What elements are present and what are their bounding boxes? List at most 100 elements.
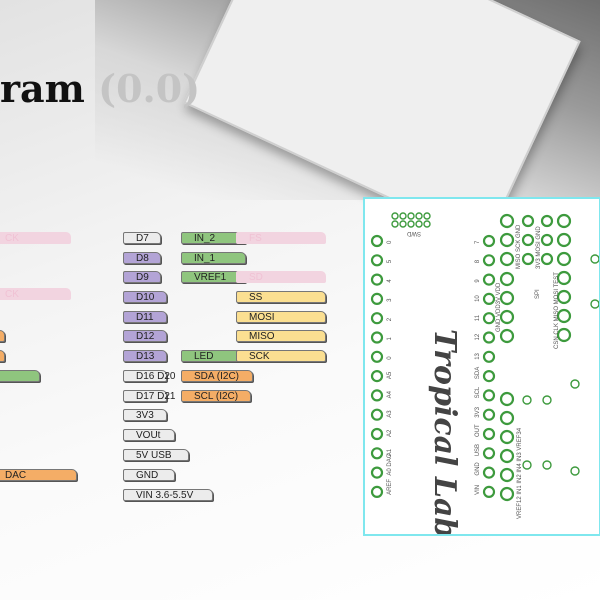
left-label	[0, 350, 5, 362]
pad	[482, 447, 496, 460]
pad	[590, 254, 600, 264]
pad	[370, 389, 384, 402]
pad	[482, 485, 496, 498]
pad	[540, 233, 554, 247]
pad	[499, 271, 515, 287]
pad	[370, 331, 384, 344]
board-text: AREF	[387, 479, 393, 495]
pad	[399, 220, 407, 228]
board-text: 5	[387, 259, 393, 263]
pad	[499, 290, 515, 306]
pin-label: VIN 3.6-5.5V	[123, 489, 213, 501]
pad	[482, 254, 496, 267]
pad	[482, 331, 496, 344]
spi-pins-label-2: 3V3 MOSI GND	[536, 226, 542, 269]
pad	[370, 485, 384, 498]
pad	[556, 327, 572, 343]
spi-header-label: SPI	[535, 289, 541, 299]
input-pins-label: VREF12 IN1 IN2 IN4 IN3 VREF34	[517, 427, 523, 519]
pad	[556, 289, 572, 305]
pad	[407, 212, 415, 220]
power-pins-label: GND VDD3V VDD	[496, 282, 502, 332]
board-text: GND	[475, 462, 481, 476]
pad	[542, 460, 552, 470]
spi-label: SS	[236, 291, 326, 303]
board-text: 8	[475, 259, 481, 263]
pad	[556, 308, 572, 324]
pad	[370, 408, 384, 421]
board-text: SDA	[475, 367, 481, 379]
pad	[499, 251, 515, 267]
pad	[423, 220, 431, 228]
board-text: SCL	[475, 386, 481, 398]
spi-pins-label-3: CSN CLK MISO MOSI TEST	[554, 272, 560, 349]
pad	[370, 312, 384, 325]
spi-label: SCK	[236, 350, 326, 362]
board-text: 7	[475, 240, 481, 244]
version: (0.0)	[98, 66, 201, 111]
board-text: A0 DAC	[387, 453, 393, 475]
board-text: 0	[387, 356, 393, 360]
board-text: OUT	[475, 424, 481, 437]
board-text: 12	[475, 333, 481, 340]
page-title: ram (0.0)	[0, 66, 200, 111]
spi-label: FS	[236, 232, 326, 244]
pin-label: D9	[123, 271, 161, 283]
pad	[370, 234, 384, 248]
pin-label: GND	[123, 469, 175, 481]
spi-label: MOSI	[236, 311, 326, 323]
pad	[499, 213, 515, 229]
pad	[590, 299, 600, 309]
pad	[499, 448, 515, 464]
pin-label: D7	[123, 232, 161, 244]
pad	[370, 427, 384, 441]
pin-label: D13	[123, 350, 167, 362]
pad	[391, 212, 399, 220]
spi-label: MISO	[236, 330, 326, 342]
function-label: SCL (I2C)	[181, 390, 251, 402]
pad	[540, 252, 554, 266]
pad	[556, 251, 572, 267]
board-text: A3	[387, 410, 393, 418]
pad	[556, 213, 572, 229]
board-text: A5	[387, 371, 393, 379]
board-text: 0	[387, 240, 393, 244]
board-text: 13	[475, 352, 481, 359]
pad	[521, 233, 535, 247]
pin-label: D8	[123, 252, 161, 264]
pad	[499, 410, 515, 426]
tropical-labs-logo: Tropical Labs	[427, 329, 462, 534]
pad	[482, 292, 496, 306]
pin-label: VOUt	[123, 429, 175, 441]
board-text: VIN	[475, 485, 481, 495]
pin-label: D16 D20	[123, 370, 175, 382]
pad	[522, 460, 532, 470]
pad	[482, 389, 496, 402]
board-text: USB	[475, 444, 481, 456]
swd-label: SWD	[406, 230, 421, 236]
left-label: CK	[0, 232, 71, 244]
left-label	[0, 370, 40, 382]
pad	[499, 429, 515, 445]
pad	[521, 214, 535, 228]
board-text: 3V3	[475, 406, 481, 417]
pad	[370, 350, 384, 363]
pad	[499, 309, 515, 325]
pad	[399, 212, 407, 220]
left-label	[0, 330, 5, 342]
pad	[482, 466, 496, 479]
pad	[570, 379, 580, 389]
pad	[415, 212, 423, 220]
left-label: DAC	[0, 469, 77, 481]
pin-label: D10	[123, 291, 167, 303]
pad	[499, 486, 515, 502]
pin-label: D11	[123, 311, 167, 323]
title-text: ram	[0, 66, 85, 111]
pad	[482, 427, 496, 441]
spi-pins-label-1: MISO SCK GND	[516, 224, 522, 269]
pad	[482, 370, 496, 383]
board-text: 10	[475, 295, 481, 302]
pad	[370, 254, 384, 267]
